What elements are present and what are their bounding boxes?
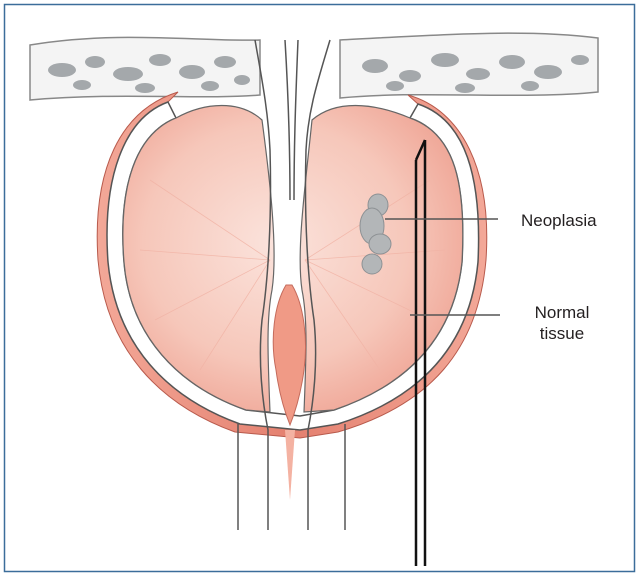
- pelvic-floor-band: [30, 33, 598, 100]
- normal-tissue-label-line2: tissue: [512, 323, 612, 344]
- normal-tissue-label: Normal tissue: [512, 302, 612, 344]
- normal-tissue-label-line1: Normal: [512, 302, 612, 323]
- urethral-tail: [285, 430, 295, 500]
- neoplasia-label: Neoplasia: [521, 210, 597, 231]
- urethral-lumen: [273, 285, 305, 425]
